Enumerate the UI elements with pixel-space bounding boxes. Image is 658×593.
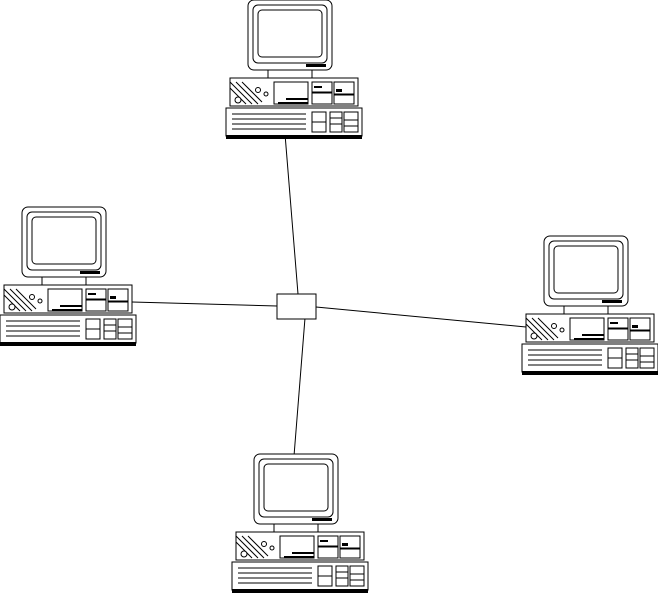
link-bottom (293, 317, 306, 457)
desktop-computer-icon (0, 206, 137, 347)
desktop-computer-icon (521, 235, 658, 376)
network-links (131, 133, 527, 457)
desktop-computer-icon (225, 0, 363, 140)
desktop-computer-icon (231, 453, 369, 593)
link-right (315, 306, 527, 328)
link-top (284, 133, 299, 295)
hub-icon (276, 293, 317, 320)
link-left (131, 301, 278, 307)
